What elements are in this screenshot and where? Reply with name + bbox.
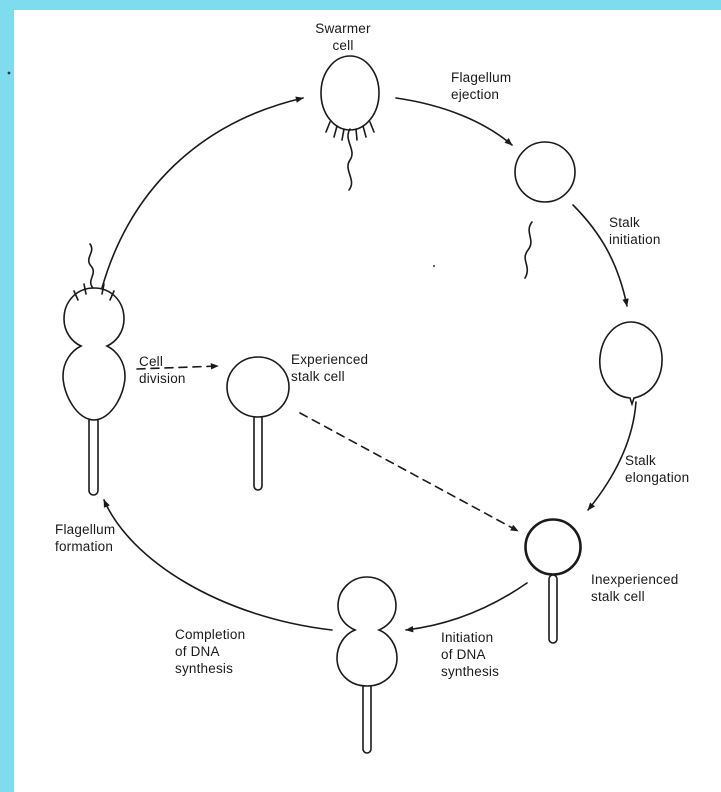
predivisional-cell-drawing (62, 243, 126, 496)
label-flagellum-formation: Flagellum formation (55, 522, 116, 554)
label-swarmer-cell: Swarmer cell (315, 21, 371, 53)
dashed-arrow-experienced-to-inexperienced (299, 412, 519, 532)
dashed-arrow-cell-division (136, 363, 219, 370)
ejected-cell-drawing (514, 141, 576, 279)
label-stalk-elongation: Stalk elongation (625, 453, 690, 485)
experienced-stalk-cell-drawing (226, 356, 290, 491)
arrow-swarmer-to-ejection (395, 97, 513, 146)
arrow-inexperienced-to-initiation (405, 582, 528, 633)
inexperienced-stalk-cell-drawing (524, 518, 582, 644)
label-completion-dna-synthesis: Completion of DNA synthesis (175, 627, 246, 676)
label-stalk-initiation: Stalk initiation (609, 215, 661, 247)
speck (432, 264, 436, 268)
swarmer-cell-drawing (320, 55, 380, 191)
label-flagellum-ejection: Flagellum ejection (451, 70, 512, 102)
stalk-initiation-cell-drawing (599, 321, 663, 407)
arrow-completion-to-formation (103, 499, 333, 631)
arrow-ejection-to-stalk-initiation (572, 204, 629, 307)
label-inexperienced-stalk-cell: Inexperienced stalk cell (591, 572, 679, 604)
label-initiation-dna-synthesis: Initiation of DNA synthesis (441, 630, 500, 679)
arrow-stalk-to-elongation (587, 401, 637, 511)
label-experienced-stalk-cell: Experienced stalk cell (291, 352, 369, 384)
label-cell-division: Cell division (139, 354, 186, 386)
speck (7, 71, 11, 75)
arrow-formation-to-swarmer (101, 96, 304, 289)
dividing-cell-drawing (336, 576, 398, 754)
